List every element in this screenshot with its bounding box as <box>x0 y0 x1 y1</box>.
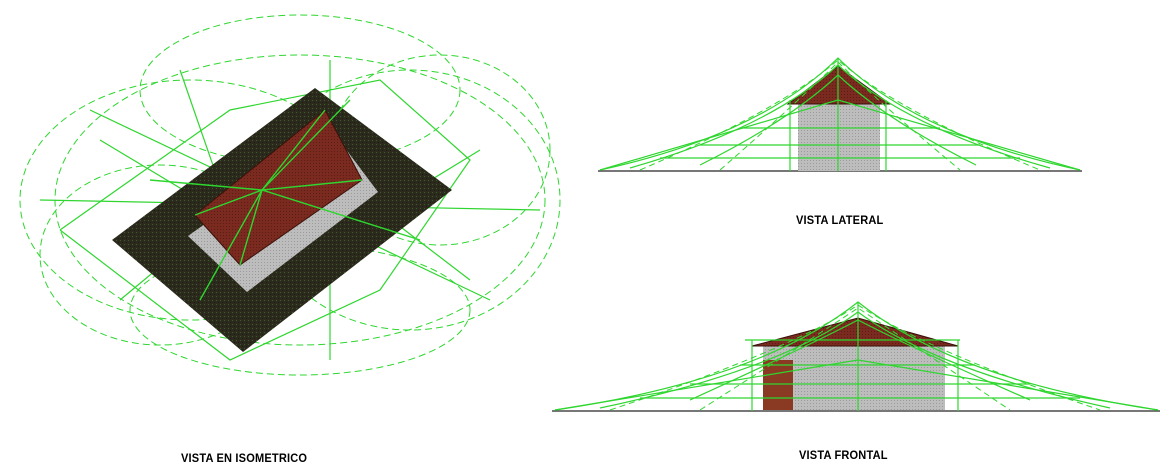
frontal-view-caption: VISTA FRONTAL <box>799 448 888 462</box>
lateral-wire-dashed <box>639 59 1041 171</box>
isometric-view-caption: VISTA EN ISOMETRICO <box>181 451 308 465</box>
frontal-wire-dashed <box>609 304 1101 411</box>
frontal-door <box>763 360 793 410</box>
roof-ridge-lines <box>149 99 421 301</box>
lateral-view <box>598 57 1082 172</box>
isometric-view <box>19 14 561 376</box>
frontal-roof <box>751 317 959 347</box>
lateral-roof <box>786 65 892 105</box>
lateral-wire-canopy <box>599 57 1081 171</box>
lateral-wall <box>798 104 880 171</box>
frontal-view <box>552 301 1160 412</box>
frontal-wall <box>763 346 945 410</box>
frontal-wire-canopy <box>554 301 1159 411</box>
lateral-view-caption: VISTA LATERAL <box>796 213 884 227</box>
